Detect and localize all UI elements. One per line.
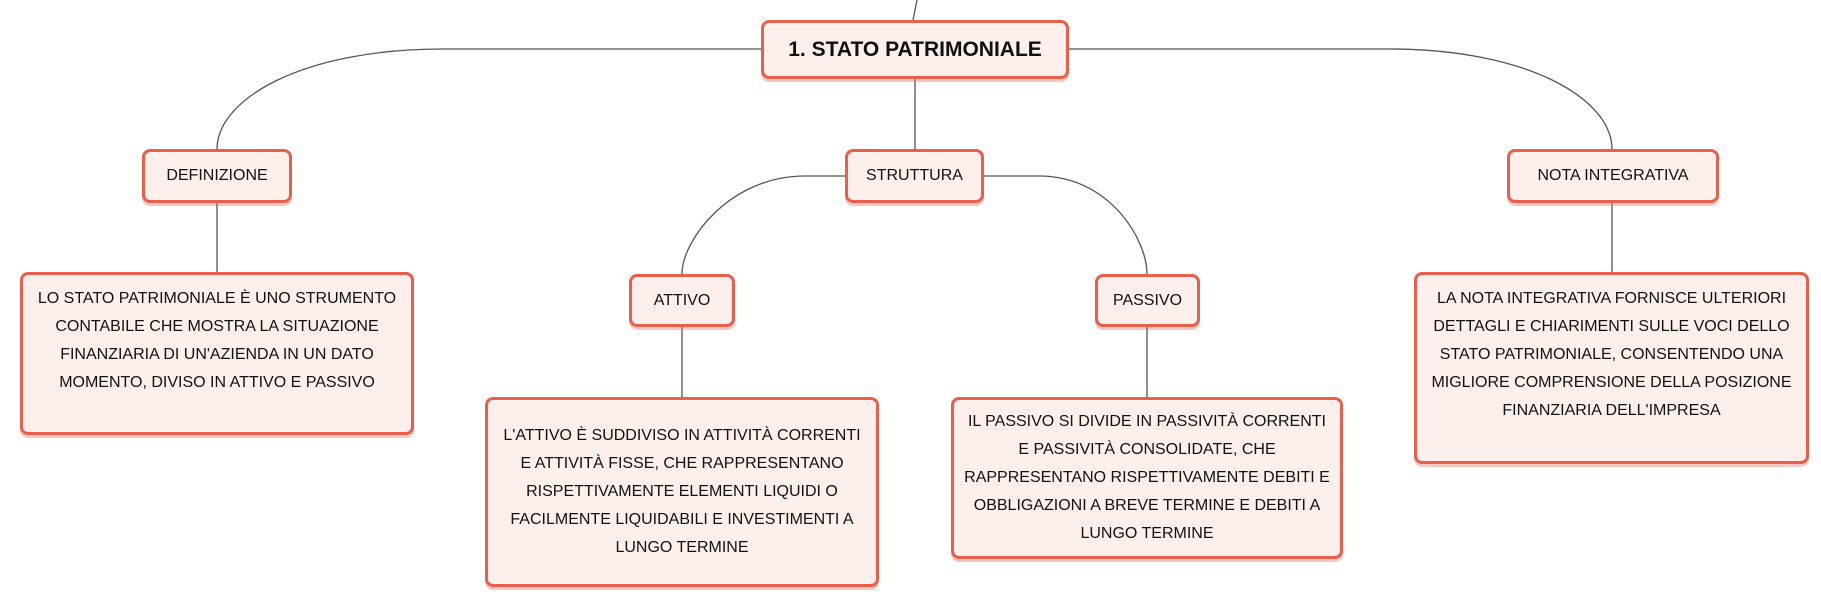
attivo-node[interactable]: ATTIVO: [629, 274, 735, 327]
struttura-node[interactable]: STRUTTURA: [845, 149, 984, 203]
attivo-text-node[interactable]: L'ATTIVO È SUDDIVISO IN ATTIVITÀ CORRENT…: [485, 397, 879, 587]
nota-integrativa-node[interactable]: NOTA INTEGRATIVA: [1507, 149, 1719, 203]
passivo-node[interactable]: PASSIVO: [1095, 274, 1200, 327]
connector-struttura-passivo: [984, 175, 1148, 275]
definizione-node[interactable]: DEFINIZIONE: [142, 149, 292, 203]
connector-struttura-attivo: [681, 175, 845, 275]
root-node[interactable]: 1. STATO PATRIMONIALE: [761, 20, 1069, 79]
connector-parent: [912, 0, 918, 21]
passivo-text-node[interactable]: IL PASSIVO SI DIVIDE IN PASSIVITÀ CORREN…: [951, 397, 1343, 559]
connector-root-definizione: [216, 48, 761, 150]
nota-integrativa-text-node[interactable]: LA NOTA INTEGRATIVA FORNISCE ULTERIORI D…: [1414, 272, 1809, 464]
definizione-text-node[interactable]: LO STATO PATRIMONIALE È UNO STRUMENTO CO…: [20, 272, 414, 435]
connector-root-nota: [1069, 48, 1613, 150]
